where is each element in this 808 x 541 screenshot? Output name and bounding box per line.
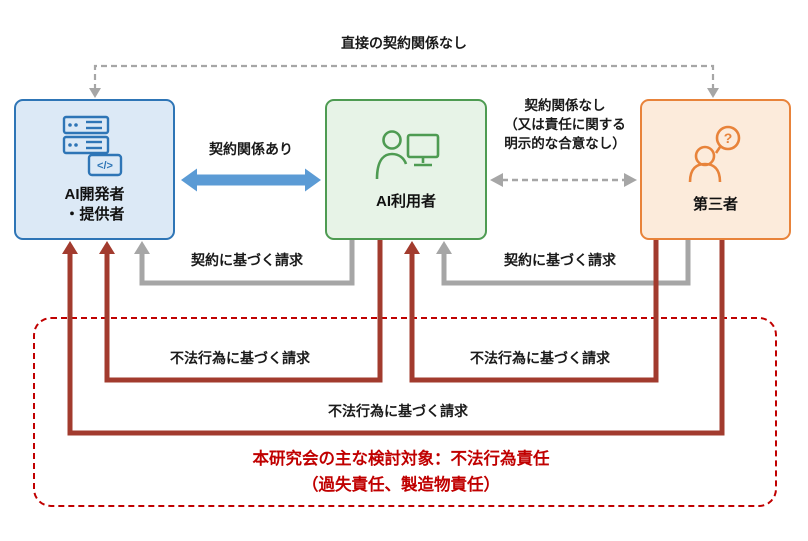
tort-claim-arrow-third-to-user xyxy=(404,240,659,383)
focus-subtitle: （過失責任、製造物責任） xyxy=(302,476,500,494)
tort-claim-right-label: 不法行為に基づく請求 xyxy=(470,350,610,366)
tort-claim-arrow-user-to-developer xyxy=(99,240,383,383)
tort-claim-arrow-third-to-developer xyxy=(62,240,725,436)
ai-user-label: AI利用者 xyxy=(375,193,436,210)
person-monitor-icon xyxy=(375,130,440,180)
contract-yes-label: 契約関係あり xyxy=(209,141,293,157)
contract-no-label-line2: （又は責任に関する xyxy=(504,117,626,132)
person-question-icon: ? xyxy=(688,125,740,183)
contract-relationship-arrow xyxy=(181,168,321,192)
contract-no-label: 契約関係なし （又は責任に関する 明示的な合意なし） xyxy=(504,96,626,153)
question-glyph: ? xyxy=(723,130,732,146)
no-direct-contract-label: 直接の契約関係なし xyxy=(341,35,467,51)
ai-developer-label-line1: AI開発者 xyxy=(64,186,125,203)
tort-claim-left-label: 不法行為に基づく請求 xyxy=(170,350,310,366)
third-party-label: 第三者 xyxy=(692,196,738,213)
code-glyph: </> xyxy=(97,160,113,172)
ai-developer-label: AI開発者 ・提供者 xyxy=(64,185,124,225)
server-code-icon: </> xyxy=(62,115,122,177)
contract-no-label-line1: 契約関係なし xyxy=(524,98,606,113)
contract-claim-arrow-third-to-user xyxy=(436,240,691,286)
no-direct-contract-connector xyxy=(89,64,719,98)
ai-developer-box: </> AI開発者 ・提供者 xyxy=(14,99,175,240)
tort-claim-bottom-label: 不法行為に基づく請求 xyxy=(328,403,468,419)
contract-no-label-line3: 明示的な合意なし） xyxy=(504,136,626,151)
ai-user-box: AI利用者 xyxy=(325,99,487,240)
contract-claim-arrow-user-to-developer xyxy=(134,240,355,286)
focus-area-outline xyxy=(33,317,777,507)
focus-title: 本研究会の主な検討対象：不法行為責任 xyxy=(252,450,550,468)
no-contract-relationship-arrow xyxy=(490,173,637,187)
third-party-box: ? 第三者 xyxy=(640,99,791,240)
contract-claim-right-label: 契約に基づく請求 xyxy=(504,252,616,268)
contract-claim-left-label: 契約に基づく請求 xyxy=(191,252,303,268)
ai-developer-label-line2: ・提供者 xyxy=(64,206,125,223)
